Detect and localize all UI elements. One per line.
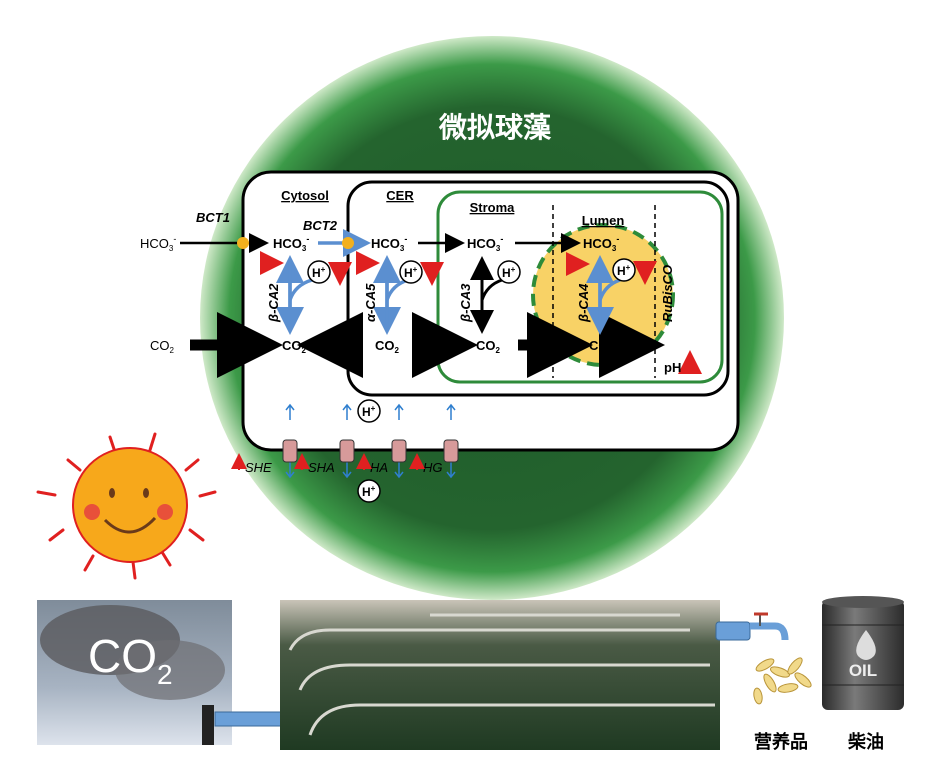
channel-hg: HG	[423, 460, 443, 475]
channels	[282, 403, 459, 479]
enzyme-ca3: β-CA3	[458, 283, 473, 323]
channel-ha: HA	[370, 460, 388, 475]
label-stroma: Stroma	[470, 200, 516, 215]
hplus-lumen: H+	[612, 258, 636, 282]
co2-cer: CO2	[375, 338, 400, 355]
hplus-cytosol: H+	[307, 260, 331, 284]
hco3-cytosol: HCO3-	[273, 234, 309, 253]
enzyme-rubisco: RuBisCO	[660, 265, 675, 322]
co2-label: CO2	[88, 630, 173, 690]
channel-red-arrows	[231, 453, 425, 470]
hco3-stroma: HCO3-	[467, 234, 503, 253]
co2-outside: CO2	[150, 338, 175, 355]
capsules-icon	[753, 657, 812, 705]
sun-icon	[36, 432, 217, 580]
svg-text:H+: H+	[404, 265, 418, 280]
co2-stroma: CO2	[476, 338, 501, 355]
red-arrows	[260, 251, 702, 374]
oil-label: OIL	[849, 661, 877, 680]
hco3-outside: HCO3-	[140, 234, 176, 253]
ph-label: pH	[664, 360, 681, 375]
label-lumen: Lumen	[582, 213, 625, 228]
smokestack-image	[37, 600, 232, 745]
hco3-lumen: HCO3-	[583, 234, 619, 253]
product-nutrition: 营养品	[754, 731, 808, 753]
label-cytosol: Cytosol	[281, 188, 329, 203]
hplus-outside: H+	[357, 479, 381, 503]
svg-text:H+: H+	[312, 265, 326, 280]
svg-text:H+: H+	[362, 404, 376, 419]
hplus-stroma: H+	[497, 260, 521, 284]
product-diesel: 柴油	[847, 731, 884, 753]
svg-text:H+: H+	[617, 263, 631, 278]
tap-icon	[715, 612, 789, 641]
hplus-periplasm: H+	[357, 399, 381, 423]
title: 微拟球藻	[438, 111, 552, 144]
svg-text:H+: H+	[502, 265, 516, 280]
label-cer: CER	[386, 188, 414, 203]
enzyme-ca2: β-CA2	[266, 283, 281, 323]
hplus-cer: H+	[399, 260, 423, 284]
bct2-transporter	[342, 237, 354, 249]
bct1-transporter	[237, 237, 249, 249]
oil-barrel-icon: OIL	[822, 596, 904, 710]
svg-text:H+: H+	[362, 484, 376, 499]
label-bct2: BCT2	[303, 218, 338, 233]
pipe	[214, 711, 286, 727]
enzyme-ca4: β-CA4	[576, 283, 591, 323]
raceway-pond-image	[280, 600, 720, 750]
channel-she: SHE	[245, 460, 272, 475]
channel-sha: SHA	[308, 460, 335, 475]
label-bct1: BCT1	[196, 210, 230, 225]
ca3-arrow	[470, 256, 503, 334]
enzyme-ca5: α-CA5	[363, 283, 378, 322]
hco3-cer: HCO3-	[371, 234, 407, 253]
